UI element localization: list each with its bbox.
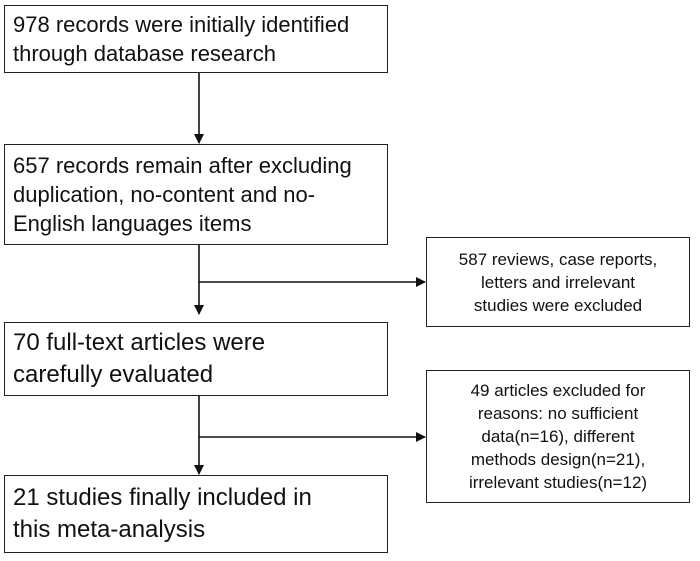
records-identified-box: 978 records were initially identified th… [4, 5, 388, 73]
records-screened-box: 657 records remain after excluding dupli… [4, 144, 388, 245]
second-exclusion-text: 49 articles excluded for reasons: no suf… [468, 381, 648, 492]
records-screened-text: 657 records remain after excluding dupli… [13, 153, 352, 236]
studies-included-box: 21 studies finally included in this meta… [4, 475, 388, 553]
studies-included-text: 21 studies finally included in this meta… [13, 484, 312, 543]
full-text-evaluated-box: 70 full-text articles were carefully eva… [4, 322, 388, 396]
records-identified-text: 978 records were initially identified th… [13, 12, 350, 66]
first-exclusion-text: 587 reviews, case reports, letters and i… [458, 249, 658, 315]
first-exclusion-box: 587 reviews, case reports, letters and i… [426, 237, 690, 327]
full-text-evaluated-text: 70 full-text articles were carefully eva… [13, 329, 266, 388]
second-exclusion-box: 49 articles excluded for reasons: no suf… [426, 370, 690, 503]
